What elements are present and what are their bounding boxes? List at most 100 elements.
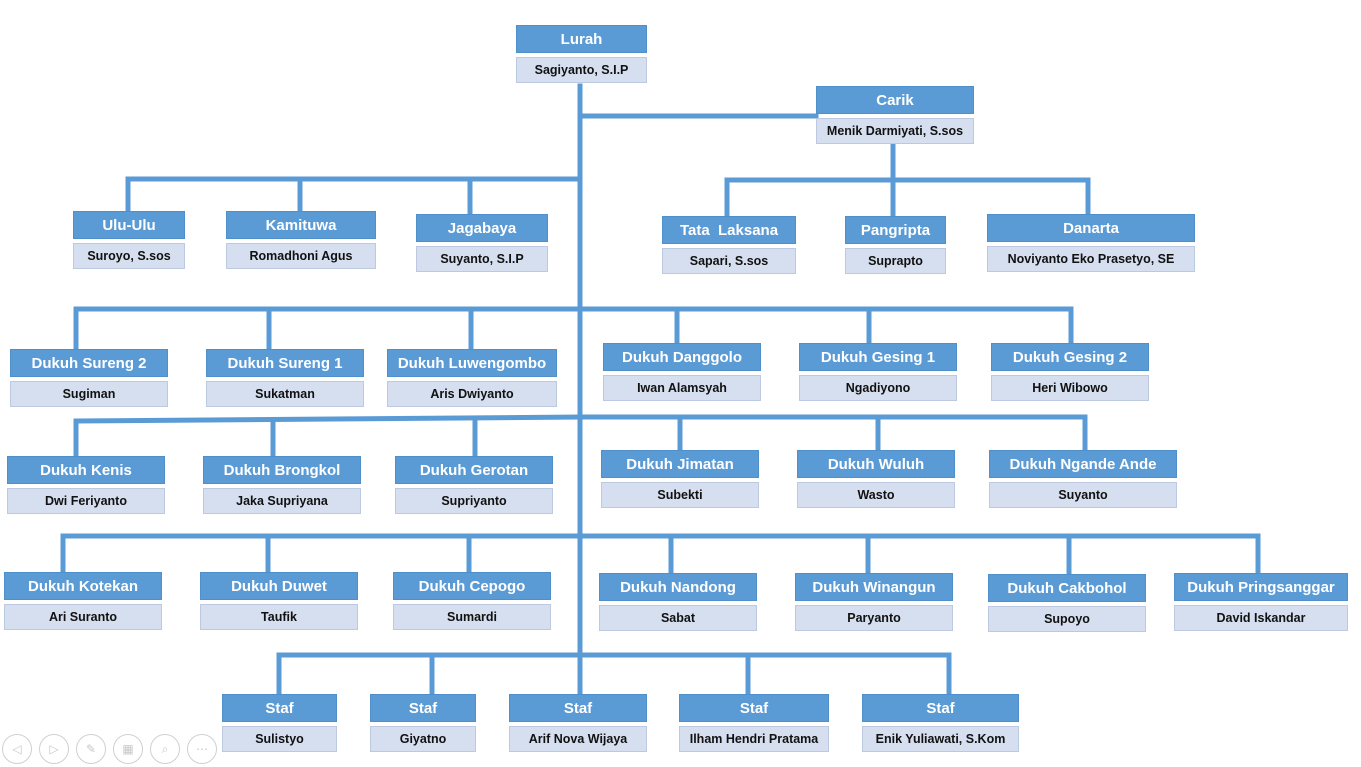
org-node-dukuh-sureng-2: Dukuh Sureng 2 Sugiman [10, 349, 168, 407]
position-title: Dukuh Wuluh [797, 450, 955, 478]
person-name: Sulistyo [222, 726, 337, 752]
position-title: Dukuh Luwengombo [387, 349, 557, 377]
org-node-tata-laksana: Tata Laksana Sapari, S.sos [662, 216, 796, 274]
position-title: Dukuh Gerotan [395, 456, 553, 484]
org-node-staf-2: Staf Giyatno [370, 694, 476, 752]
org-node-staf-5: Staf Enik Yuliawati, S.Kom [862, 694, 1019, 752]
position-title: Ulu-Ulu [73, 211, 185, 239]
position-title: Lurah [516, 25, 647, 53]
person-name: Sapari, S.sos [662, 248, 796, 274]
position-title: Dukuh Winangun [795, 573, 953, 601]
position-title: Staf [509, 694, 647, 722]
org-node-pangripta: Pangripta Suprapto [845, 216, 946, 274]
position-title: Dukuh Kenis [7, 456, 165, 484]
zoom-icon[interactable]: ⌕ [150, 734, 180, 764]
position-title: Dukuh Sureng 1 [206, 349, 364, 377]
position-title: Dukuh Gesing 1 [799, 343, 957, 371]
org-node-staf-3: Staf Arif Nova Wijaya [509, 694, 647, 752]
person-name: Ngadiyono [799, 375, 957, 401]
position-title: Dukuh Sureng 2 [10, 349, 168, 377]
person-name: Sugiman [10, 381, 168, 407]
org-node-dukuh-duwet: Dukuh Duwet Taufik [200, 572, 358, 630]
org-node-dukuh-winangun: Dukuh Winangun Paryanto [795, 573, 953, 631]
previous-icon[interactable]: ◁ [2, 734, 32, 764]
position-title: Dukuh Duwet [200, 572, 358, 600]
position-title: Dukuh Danggolo [603, 343, 761, 371]
position-title: Dukuh Ngande Ande [989, 450, 1177, 478]
position-title: Danarta [987, 214, 1195, 242]
org-node-dukuh-nandong: Dukuh Nandong Sabat [599, 573, 757, 631]
position-title: Dukuh Gesing 2 [991, 343, 1149, 371]
person-name: Arif Nova Wijaya [509, 726, 647, 752]
org-node-staf-1: Staf Sulistyo [222, 694, 337, 752]
org-node-jagabaya: Jagabaya Suyanto, S.I.P [416, 214, 548, 272]
org-node-carik: Carik Menik Darmiyati, S.sos [816, 86, 974, 144]
slideshow-controls: ◁ ▷ ✎ ▦ ⌕ ⋯ [2, 734, 217, 764]
person-name: Iwan Alamsyah [603, 375, 761, 401]
position-title: Tata Laksana [662, 216, 796, 244]
org-node-dukuh-wuluh: Dukuh Wuluh Wasto [797, 450, 955, 508]
org-node-dukuh-gesing-1: Dukuh Gesing 1 Ngadiyono [799, 343, 957, 401]
org-node-danarta: Danarta Noviyanto Eko Prasetyo, SE [987, 214, 1195, 272]
position-title: Pangripta [845, 216, 946, 244]
person-name: Enik Yuliawati, S.Kom [862, 726, 1019, 752]
person-name: Menik Darmiyati, S.sos [816, 118, 974, 144]
org-node-dukuh-luwengombo: Dukuh Luwengombo Aris Dwiyanto [387, 349, 557, 407]
person-name: Ilham Hendri Pratama [679, 726, 829, 752]
person-name: Romadhoni Agus [226, 243, 376, 269]
person-name: Suprapto [845, 248, 946, 274]
position-title: Dukuh Brongkol [203, 456, 361, 484]
person-name: Sagiyanto, S.I.P [516, 57, 647, 83]
org-node-dukuh-kotekan: Dukuh Kotekan Ari Suranto [4, 572, 162, 630]
person-name: Aris Dwiyanto [387, 381, 557, 407]
person-name: Paryanto [795, 605, 953, 631]
position-title: Carik [816, 86, 974, 114]
person-name: Supriyanto [395, 488, 553, 514]
person-name: Suroyo, S.sos [73, 243, 185, 269]
org-node-dukuh-kenis: Dukuh Kenis Dwi Feriyanto [7, 456, 165, 514]
position-title: Staf [370, 694, 476, 722]
person-name: Wasto [797, 482, 955, 508]
org-node-dukuh-ngande-ande: Dukuh Ngande Ande Suyanto [989, 450, 1177, 508]
person-name: Sukatman [206, 381, 364, 407]
org-node-staf-4: Staf Ilham Hendri Pratama [679, 694, 829, 752]
person-name: David Iskandar [1174, 605, 1348, 631]
more-icon[interactable]: ⋯ [187, 734, 217, 764]
position-title: Kamituwa [226, 211, 376, 239]
org-node-dukuh-gerotan: Dukuh Gerotan Supriyanto [395, 456, 553, 514]
person-name: Suyanto, S.I.P [416, 246, 548, 272]
org-node-dukuh-cakbohol: Dukuh Cakbohol Supoyo [988, 574, 1146, 632]
person-name: Jaka Supriyana [203, 488, 361, 514]
position-title: Dukuh Pringsanggar [1174, 573, 1348, 601]
position-title: Staf [862, 694, 1019, 722]
org-node-dukuh-brongkol: Dukuh Brongkol Jaka Supriyana [203, 456, 361, 514]
person-name: Subekti [601, 482, 759, 508]
person-name: Ari Suranto [4, 604, 162, 630]
position-title: Staf [679, 694, 829, 722]
org-node-kamituwa: Kamituwa Romadhoni Agus [226, 211, 376, 269]
pen-icon[interactable]: ✎ [76, 734, 106, 764]
position-title: Dukuh Cepogo [393, 572, 551, 600]
org-node-dukuh-gesing-2: Dukuh Gesing 2 Heri Wibowo [991, 343, 1149, 401]
slides-icon[interactable]: ▦ [113, 734, 143, 764]
position-title: Staf [222, 694, 337, 722]
org-node-ulu-ulu: Ulu-Ulu Suroyo, S.sos [73, 211, 185, 269]
person-name: Heri Wibowo [991, 375, 1149, 401]
person-name: Giyatno [370, 726, 476, 752]
person-name: Supoyo [988, 606, 1146, 632]
org-node-dukuh-danggolo: Dukuh Danggolo Iwan Alamsyah [603, 343, 761, 401]
person-name: Taufik [200, 604, 358, 630]
position-title: Dukuh Kotekan [4, 572, 162, 600]
position-title: Dukuh Jimatan [601, 450, 759, 478]
person-name: Sumardi [393, 604, 551, 630]
next-icon[interactable]: ▷ [39, 734, 69, 764]
position-title: Jagabaya [416, 214, 548, 242]
org-node-lurah: Lurah Sagiyanto, S.I.P [516, 25, 647, 83]
org-node-dukuh-cepogo: Dukuh Cepogo Sumardi [393, 572, 551, 630]
person-name: Noviyanto Eko Prasetyo, SE [987, 246, 1195, 272]
org-node-dukuh-jimatan: Dukuh Jimatan Subekti [601, 450, 759, 508]
position-title: Dukuh Cakbohol [988, 574, 1146, 602]
person-name: Suyanto [989, 482, 1177, 508]
person-name: Sabat [599, 605, 757, 631]
